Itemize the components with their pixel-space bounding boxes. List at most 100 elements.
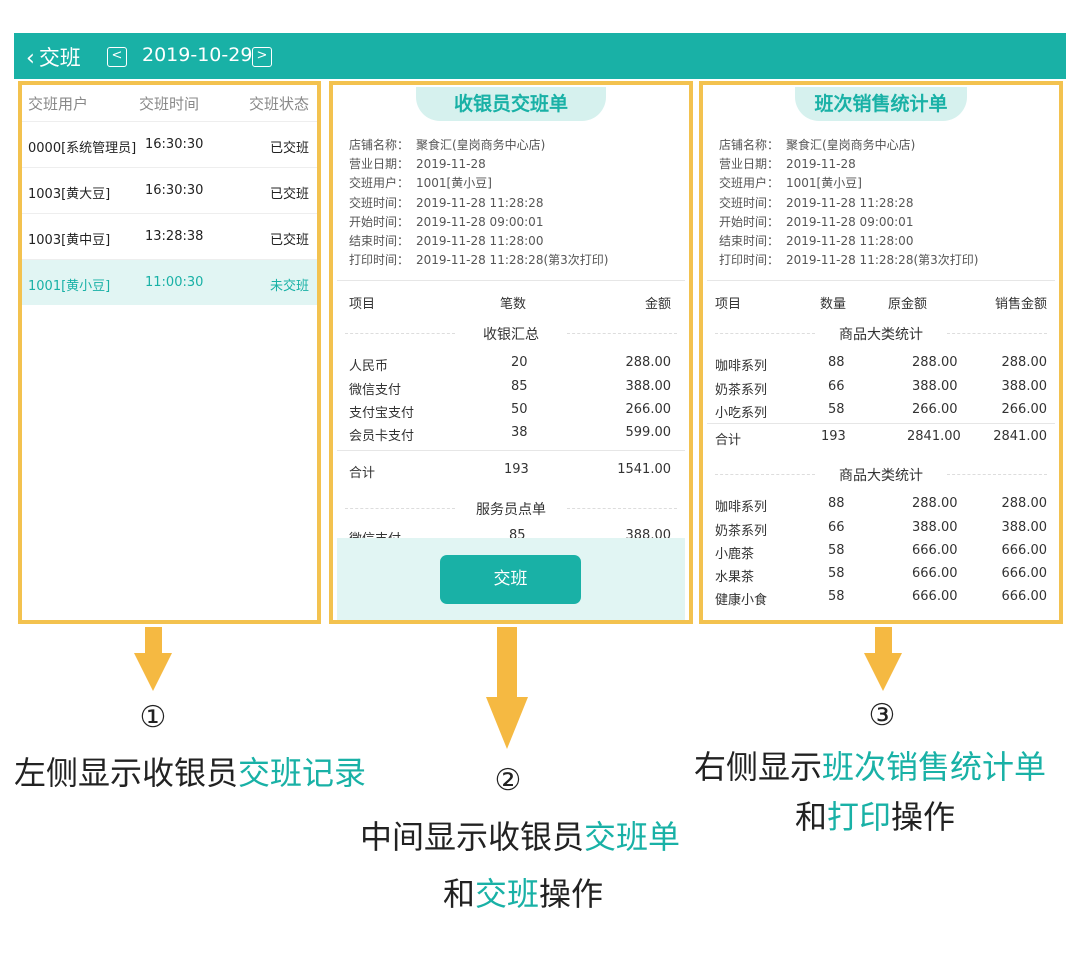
info-label: 营业日期： — [349, 157, 410, 172]
col-header-item: 项目 — [349, 297, 376, 312]
cell-qty: 88 — [828, 355, 845, 370]
table-row-selected[interactable]: 1001[黄小豆] 11:00:30 未交班 — [22, 259, 317, 305]
caption-text: 操作 — [891, 798, 956, 836]
cell-item: 小鹿茶 — [715, 547, 755, 562]
caption-middle: 中间显示收银员交班单 — [360, 812, 680, 858]
row-time: 16:30:30 — [145, 137, 204, 152]
prev-icon: < — [111, 48, 123, 63]
cell-sale: 666.00 — [1001, 543, 1048, 558]
caption-text: 左侧显示收银员 — [14, 754, 239, 792]
info-label: 打印时间： — [719, 253, 780, 268]
row-user: 0000[系统管理员] — [28, 141, 137, 156]
divider — [337, 280, 685, 281]
step-number-3: ③ — [868, 698, 896, 733]
cell-item: 咖啡系列 — [715, 500, 768, 515]
info-label: 交班时间： — [719, 195, 780, 210]
table-row[interactable]: 1003[黄大豆] 16:30:30 已交班 — [22, 167, 317, 213]
receipt: 班次销售统计单 店铺名称： 聚食汇(皇岗商务中心店) 营业日期： 2019-11-2… — [707, 85, 1055, 620]
col-header-user: 交班用户 — [28, 95, 89, 113]
info-label: 店铺名称： — [719, 138, 780, 152]
receipt-info: 店铺名称： 聚食汇(皇岗商务中心店) 营业日期： 2019-11-28 交班用户： 1… — [719, 136, 978, 270]
cell-item: 支付宝支付 — [349, 406, 415, 421]
info-value: 2019-11-28 09:00:01 — [786, 214, 914, 229]
section-title: 服务员点单 — [345, 499, 677, 519]
chevron-left-icon: ‹ — [26, 46, 35, 71]
caption-text: 中间显示收银员 — [360, 818, 585, 856]
caption-highlight: 打印 — [827, 798, 892, 836]
cell-qty: 66 — [828, 520, 845, 535]
table-header: 交班用户 交班时间 交班状态 — [22, 85, 317, 121]
info-value: 2019-11-28 — [416, 157, 486, 172]
shift-receipt-panel: 收银员交班单 店铺名称：聚食汇(皇岗商务中心店) 营业日期：2019-11-28… — [329, 81, 693, 624]
row-user: 1003[黄大豆] — [28, 187, 111, 202]
prev-date-button[interactable]: < — [107, 47, 127, 67]
cell-qty: 58 — [828, 543, 845, 558]
cell-original: 666.00 — [912, 543, 958, 558]
row-status: 已交班 — [269, 233, 309, 248]
total-label: 合计 — [349, 466, 376, 481]
cell-count: 50 — [511, 402, 528, 417]
current-date: 2019-10-29 — [142, 44, 253, 66]
total-sale: 2841.00 — [993, 429, 1047, 444]
handover-button[interactable]: 交班 — [440, 555, 581, 604]
col-header-status: 交班状态 — [248, 95, 309, 113]
caption-text: 右侧显示 — [694, 748, 823, 786]
back-button[interactable]: ‹交班 — [26, 42, 81, 72]
cell-qty: 58 — [828, 402, 845, 417]
shift-record-panel: 交班用户 交班时间 交班状态 0000[系统管理员] 16:30:30 已交班 … — [18, 81, 321, 624]
cell-item: 健康小食 — [715, 593, 768, 608]
cell-item: 微信支付 — [349, 383, 402, 398]
caption-right-line2: 和打印操作 — [795, 792, 955, 838]
info-value: 2019-11-28 11:28:28 — [416, 195, 544, 210]
info-value: 2019-11-28 11:28:00 — [416, 234, 544, 249]
cell-item: 咖啡系列 — [715, 359, 768, 374]
caption-text: 操作 — [539, 875, 604, 913]
info-label: 营业日期： — [719, 157, 780, 172]
cell-amount: 599.00 — [625, 425, 672, 440]
receipt: 收银员交班单 店铺名称：聚食汇(皇岗商务中心店) 营业日期：2019-11-28… — [337, 85, 685, 620]
section-title: 收银汇总 — [345, 324, 677, 344]
info-value: 聚食汇(皇岗商务中心店) — [786, 138, 916, 152]
info-label: 交班时间： — [349, 195, 410, 210]
caption-highlight: 交班单 — [584, 818, 681, 856]
row-time: 16:30:30 — [145, 183, 204, 198]
info-label: 交班用户： — [719, 176, 780, 191]
info-value: 2019-11-28 11:28:28(第3次打印) — [416, 253, 609, 268]
info-label: 结束时间： — [349, 234, 410, 249]
cell-sale: 266.00 — [1001, 402, 1048, 417]
cell-qty: 58 — [828, 589, 845, 604]
section-label: 商品大类统计 — [839, 327, 923, 343]
cell-count: 20 — [511, 355, 528, 370]
cell-count: 38 — [511, 425, 528, 440]
step-number-1: ① — [139, 700, 167, 735]
receipt-title: 班次销售统计单 — [795, 87, 967, 121]
cell-original: 388.00 — [912, 520, 958, 535]
section-label: 商品大类统计 — [839, 468, 923, 484]
row-user: 1003[黄中豆] — [28, 233, 111, 248]
table-row[interactable]: 0000[系统管理员] 16:30:30 已交班 — [22, 121, 317, 167]
info-value: 1001[黄小豆] — [786, 176, 862, 191]
info-label: 交班用户： — [349, 176, 410, 191]
caption-right: 右侧显示班次销售统计单 — [694, 742, 1046, 788]
cell-amount: 388.00 — [625, 379, 672, 394]
cell-item: 奶茶系列 — [715, 524, 768, 539]
info-value: 2019-11-28 — [786, 157, 856, 172]
cell-original: 266.00 — [912, 402, 958, 417]
section-label: 收银汇总 — [483, 327, 539, 343]
caption-left: 左侧显示收银员交班记录 — [14, 748, 366, 794]
cell-original: 666.00 — [912, 589, 958, 604]
info-value: 2019-11-28 11:28:28 — [786, 195, 914, 210]
step-number-2: ② — [494, 763, 522, 798]
caption-middle-line2: 和交班操作 — [443, 869, 603, 915]
info-value: 2019-11-28 11:28:00 — [786, 234, 914, 249]
section-label: 服务员点单 — [476, 502, 546, 518]
next-date-button[interactable]: > — [252, 47, 272, 67]
row-status: 已交班 — [269, 141, 309, 156]
cell-original: 666.00 — [912, 566, 958, 581]
table-row[interactable]: 1003[黄中豆] 13:28:38 已交班 — [22, 213, 317, 259]
back-label: 交班 — [38, 46, 81, 70]
cell-sale: 388.00 — [1001, 520, 1048, 535]
total-amount: 1541.00 — [617, 462, 671, 477]
col-header-amount: 金额 — [644, 297, 671, 312]
info-value: 2019-11-28 09:00:01 — [416, 214, 544, 229]
